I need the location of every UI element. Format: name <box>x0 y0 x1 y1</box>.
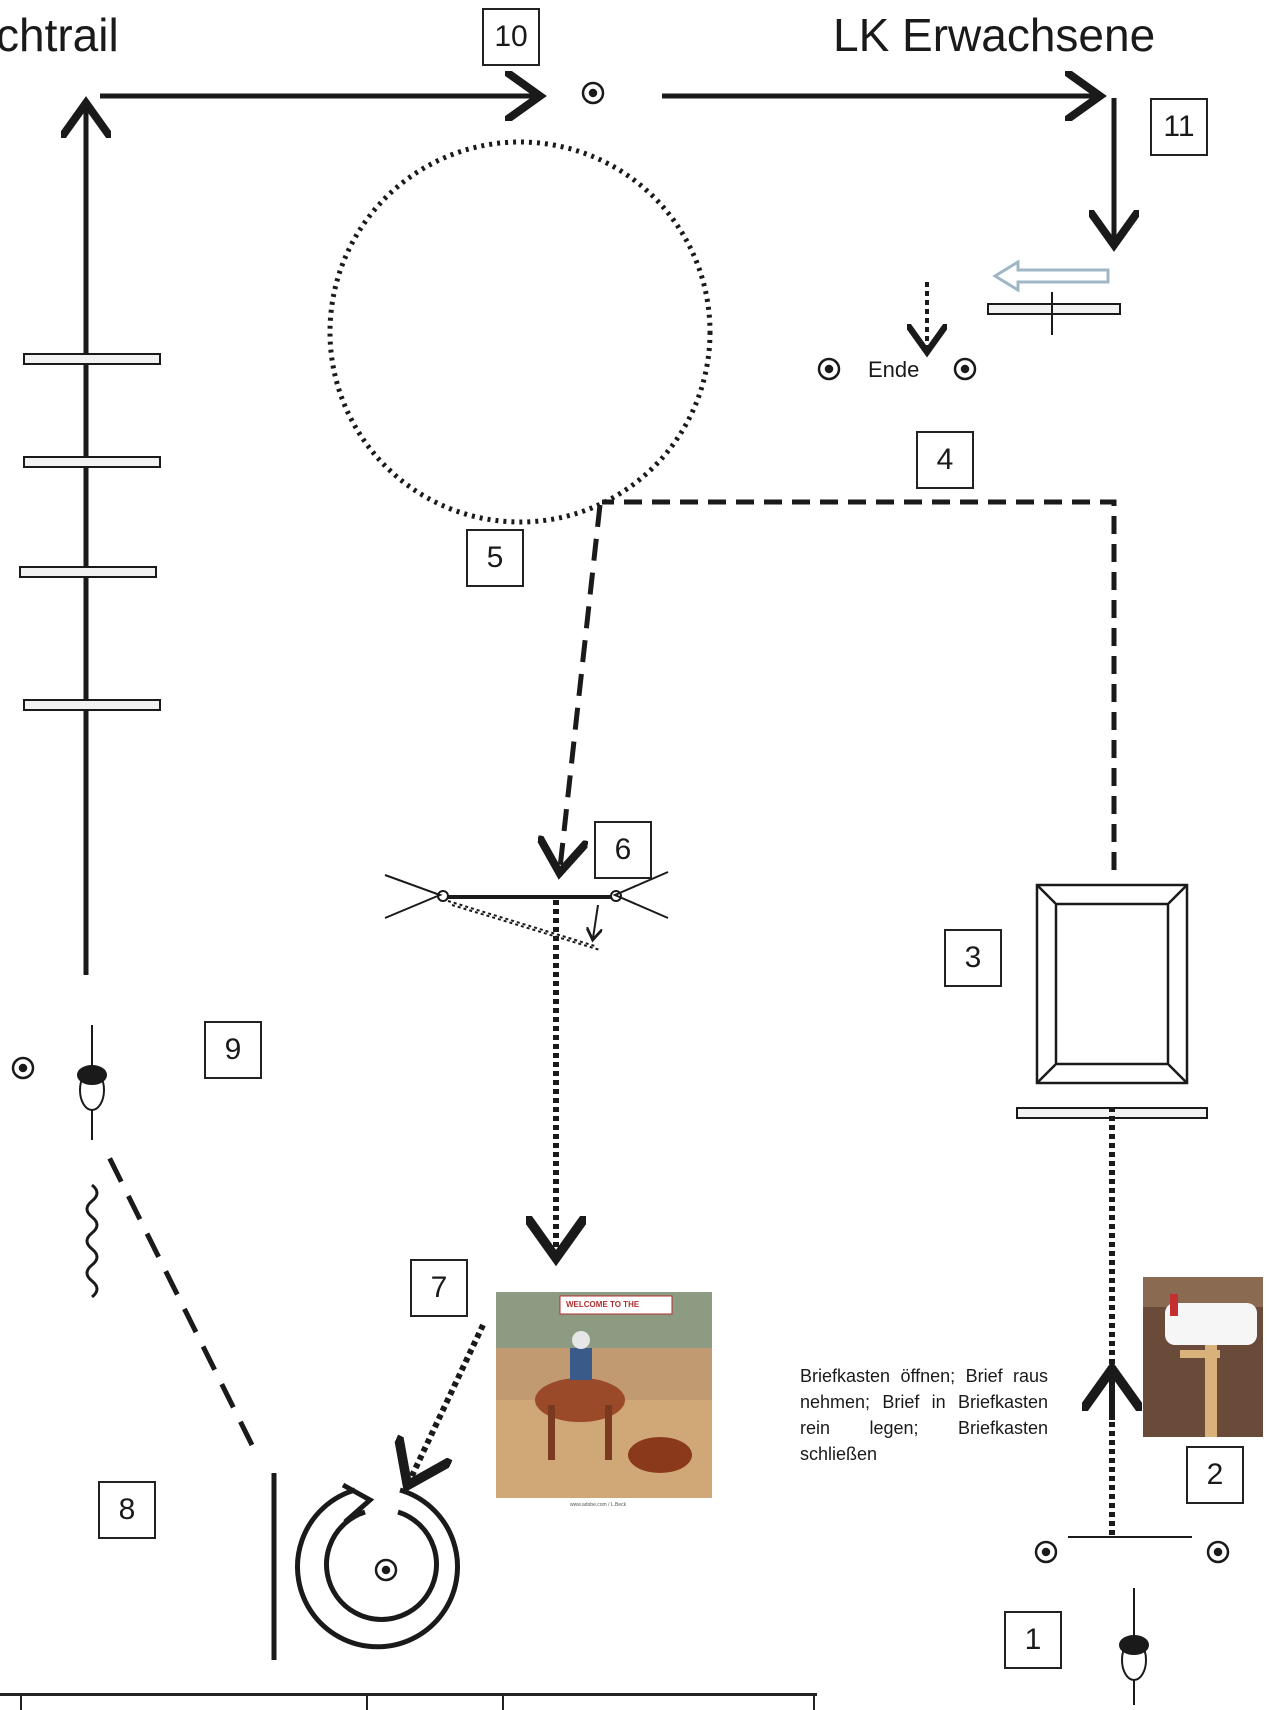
dashed-route-3-4-5 <box>602 499 1117 870</box>
photo-caption: www.adobe.com / L.Beck <box>570 1502 627 1508</box>
table-divider <box>813 1696 815 1710</box>
station-9-label: 9 <box>204 1021 262 1079</box>
photo-banner-text: WELCOME TO THE <box>566 1300 640 1309</box>
table-divider <box>20 1696 22 1710</box>
roping-photo <box>496 1292 712 1498</box>
station-2-label: 2 <box>1186 1446 1244 1504</box>
serpentine-path <box>85 1183 99 1299</box>
bridge-icon <box>1016 883 1208 1119</box>
end-label: Ende <box>868 357 920 382</box>
dashed-arrow-to-6 <box>560 504 603 868</box>
station-8-label: 8 <box>98 1481 156 1539</box>
mailbox-instruction: Briefkasten öffnen; Brief raus nehmen; B… <box>800 1366 1048 1464</box>
cone-icon <box>11 81 1230 1582</box>
spin-icon <box>271 1473 460 1660</box>
mailbox-photo <box>1143 1277 1263 1437</box>
end-area <box>927 259 1121 348</box>
rider-icon <box>77 1025 1149 1705</box>
bottom-table <box>0 1693 817 1710</box>
dashed-8-to-9 <box>105 1153 255 1447</box>
station-5-label: 5 <box>466 529 524 587</box>
dotted-arrow-7-to-8 <box>410 1323 486 1480</box>
gate-icon <box>384 871 669 951</box>
ground-poles-left <box>19 353 161 711</box>
table-divider <box>366 1696 368 1710</box>
station-1-label: 1 <box>1004 1611 1062 1669</box>
station-6-label: 6 <box>594 821 652 879</box>
station-11-label: 11 <box>1150 98 1208 156</box>
station-4-label: 4 <box>916 431 974 489</box>
station-10-label: 10 <box>482 8 540 66</box>
table-divider <box>502 1696 504 1710</box>
station-3-label: 3 <box>944 929 1002 987</box>
lope-circle <box>327 139 713 525</box>
station-7-label: 7 <box>410 1259 468 1317</box>
title-left: chtrail <box>0 9 119 61</box>
title-right: LK Erwachsene <box>833 9 1156 61</box>
